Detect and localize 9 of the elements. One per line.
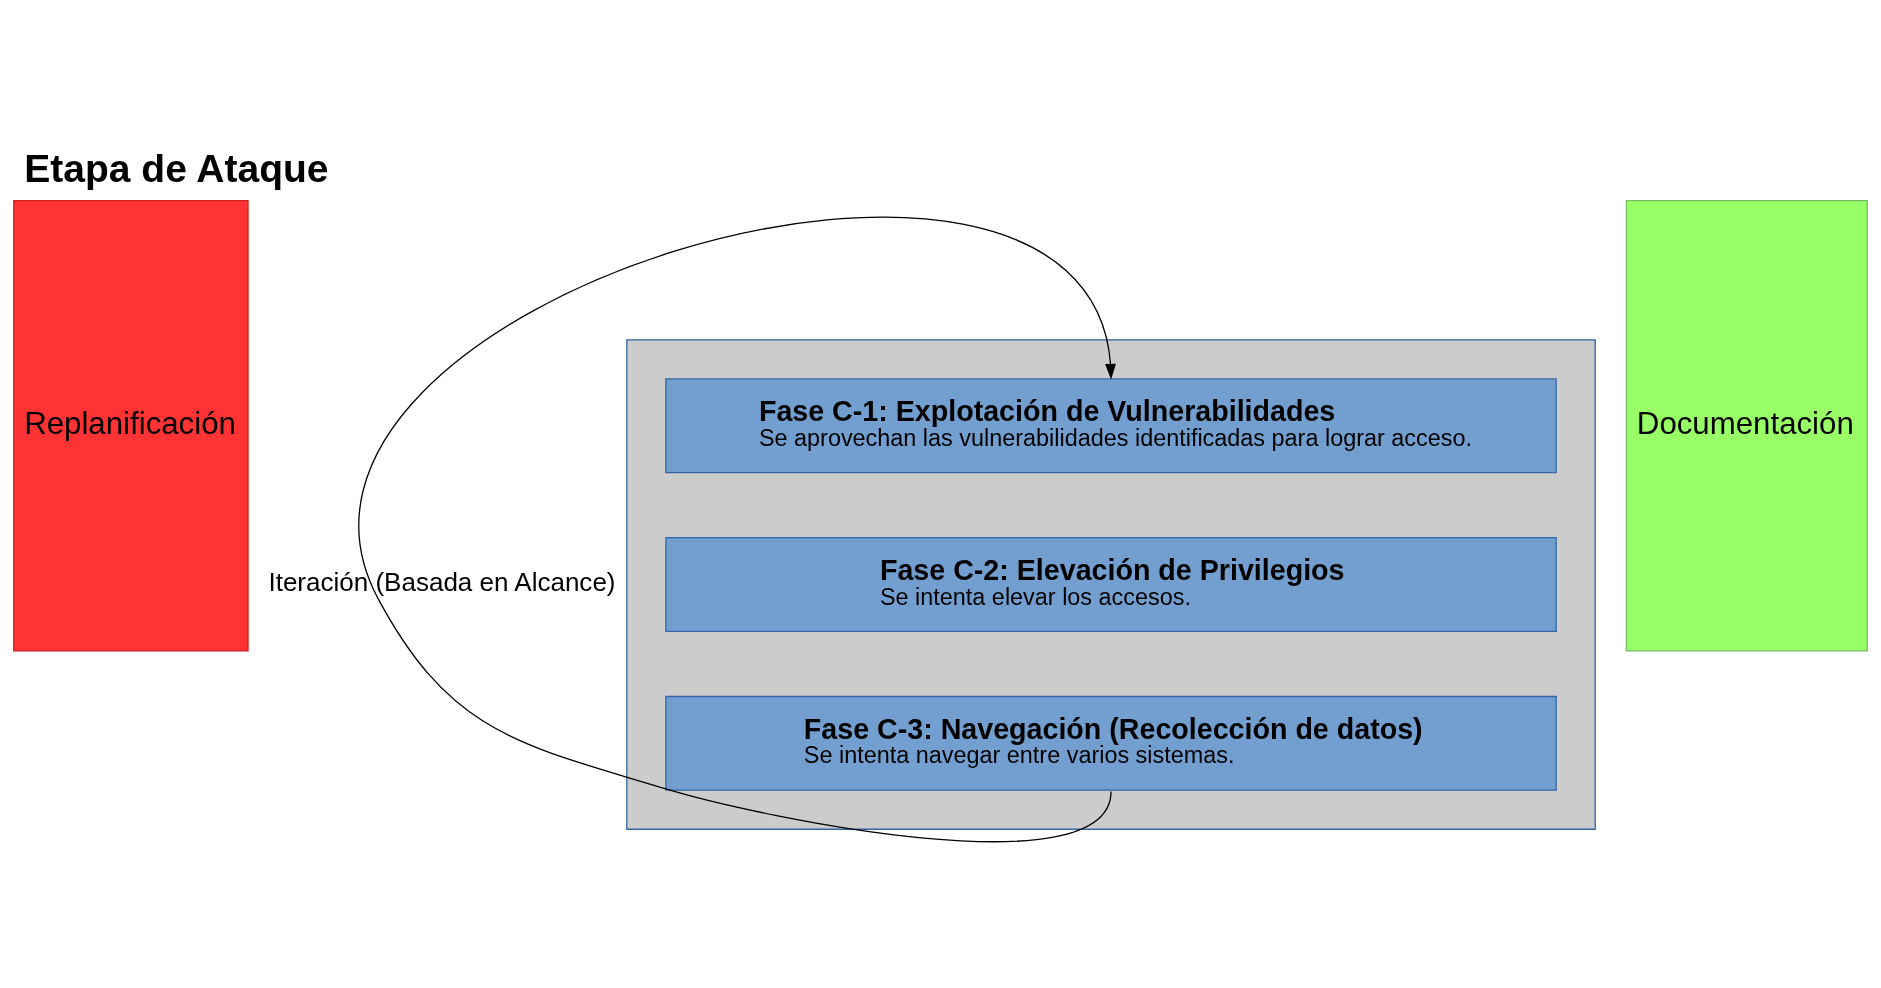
arrow — [358, 216, 1116, 842]
edge-label: Iteración (Basada en Alcance) — [268, 566, 616, 597]
node-box: Fase C-3: Navegación (Recolección de datos) Se intenta navegar entre varios sistemas. — [665, 695, 1557, 791]
node-box: Fase C-1: Explotación de Vulnerabilidades Se aprovechan las vulnerabilidades identificadas para lograr acceso. — [665, 377, 1557, 473]
node-box: Replanificación — [13, 199, 249, 652]
node-box: Fase C-2: Elevación de Privilegios Se intenta elevar los accesos. — [665, 536, 1557, 632]
cluster — [626, 338, 1596, 830]
node-box: Documentación — [1625, 199, 1868, 652]
diagram-title: Etapa de Ataque — [24, 146, 329, 190]
